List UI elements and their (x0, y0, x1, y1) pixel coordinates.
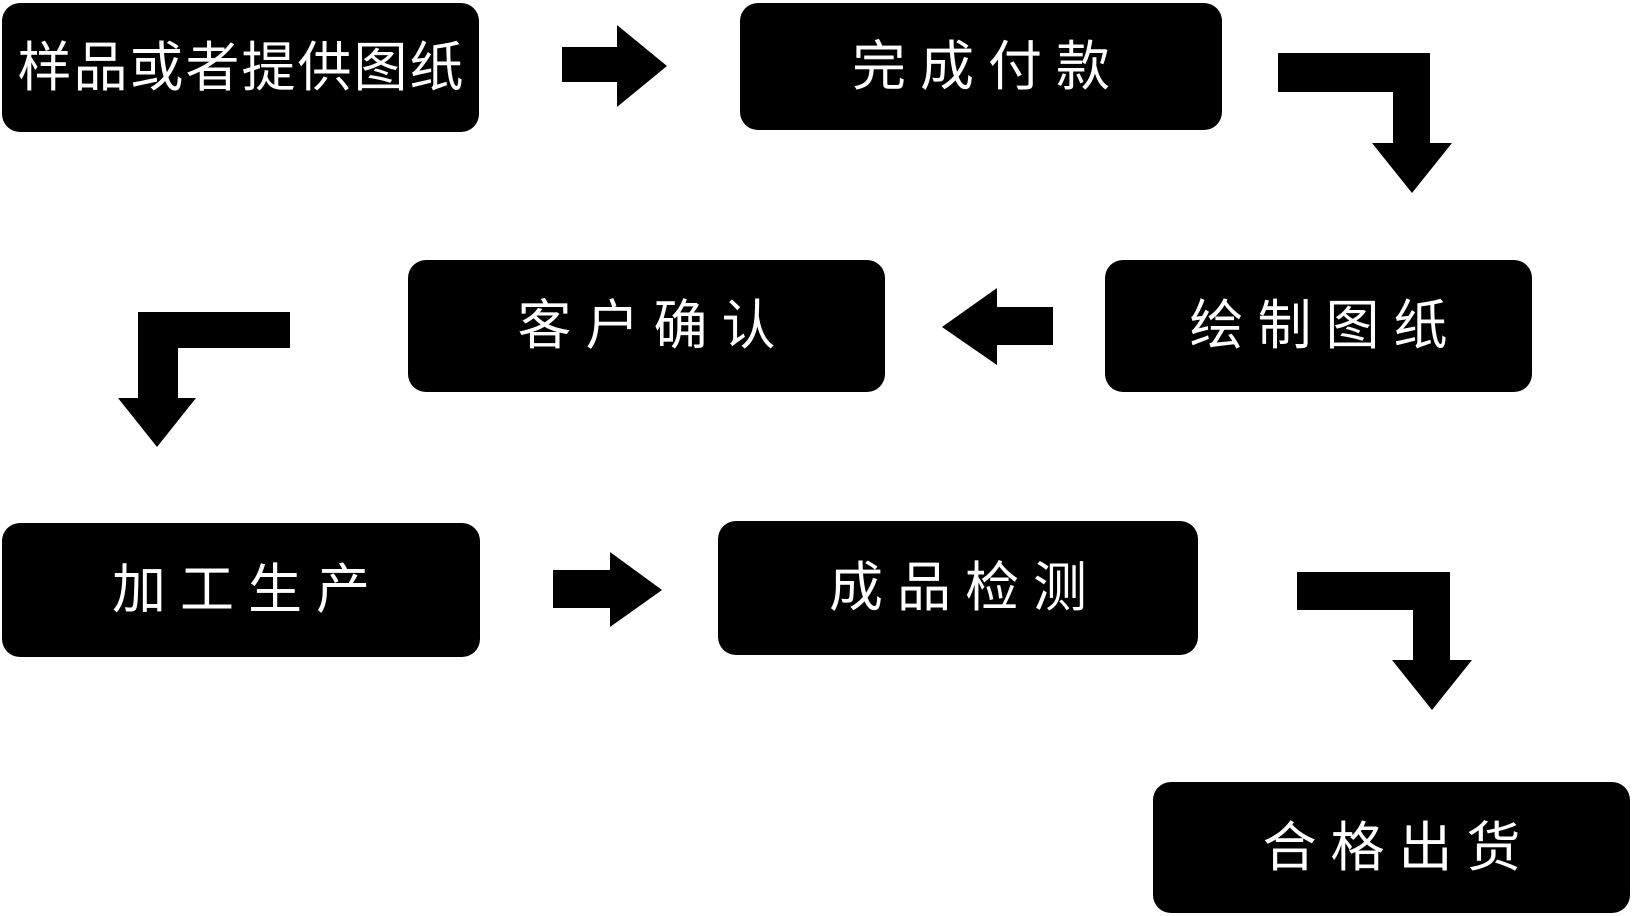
flow-node-processing-production: 加工生产 (2, 523, 480, 657)
flow-node-label: 样品或者提供图纸 (17, 35, 466, 99)
flow-node-label: 成品检测 (829, 556, 1101, 619)
arrow-elbow-down-icon-payment-to-draw (1278, 53, 1452, 193)
flow-node-draw-drawings: 绘制图纸 (1105, 260, 1532, 392)
flow-node-label: 加工生产 (112, 558, 384, 621)
flow-node-qualified-shipment: 合格出货 (1153, 782, 1630, 913)
flow-node-customer-confirmation: 客户确认 (408, 260, 885, 392)
flow-node-label: 绘制图纸 (1189, 294, 1462, 357)
arrow-elbow-down-icon-confirm-to-production (118, 312, 290, 447)
arrow-elbow-down-icon-inspection-to-shipment (1297, 572, 1472, 710)
flow-node-label: 合格出货 (1262, 815, 1535, 879)
arrow-left-icon-draw-to-confirm (942, 288, 1053, 365)
flow-node-label: 完成付款 (852, 34, 1124, 98)
arrow-right-icon-sample-to-payment (562, 25, 667, 107)
flow-node-sample-or-drawing: 样品或者提供图纸 (2, 3, 479, 132)
arrow-right-icon-production-to-inspection (553, 552, 662, 627)
flow-node-label: 客户确认 (517, 294, 790, 357)
flow-node-product-inspection: 成品检测 (718, 521, 1198, 655)
flow-node-payment-complete: 完成付款 (740, 3, 1222, 130)
